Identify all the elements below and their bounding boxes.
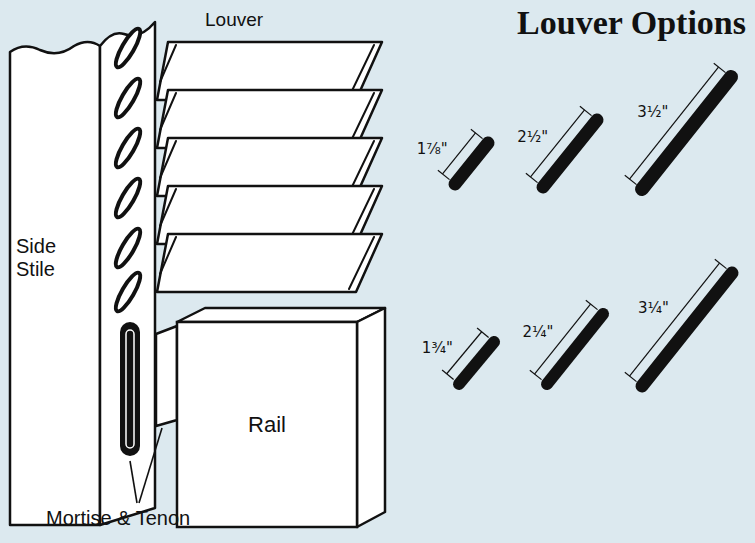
dimension-tick [438, 170, 450, 179]
part-label: Louver [205, 10, 263, 31]
louver-profile [625, 63, 731, 189]
pin-slot [112, 76, 144, 120]
dimension-label: 2¹⁄₄" [523, 324, 554, 341]
mortise-slot-highlight [126, 330, 134, 448]
rail: Rail [177, 322, 357, 527]
dimension-label: 1⁷⁄₈" [417, 141, 448, 158]
dimension-line [629, 263, 719, 376]
louver-pin-slots [112, 26, 144, 314]
dimension-tick [530, 370, 542, 379]
louver-slat [157, 234, 382, 292]
stile-front-face [10, 42, 100, 525]
louver-profile [625, 259, 732, 386]
pin-slot [112, 126, 144, 170]
dimension-label: 3¹⁄₄" [638, 300, 669, 317]
rail-side-face [357, 308, 385, 527]
louver-profiles [438, 63, 732, 386]
rail-front-face [177, 322, 357, 527]
tenon [156, 326, 177, 426]
mortise-slot [120, 322, 140, 456]
louver-profile [526, 106, 597, 187]
dimension-tick [586, 300, 598, 309]
dimension-tick [471, 129, 483, 138]
dimension-tick [625, 175, 637, 184]
stile-side-face [100, 22, 155, 525]
pin-slot [112, 270, 144, 314]
dimension-label: 1³⁄₄" [422, 340, 453, 357]
dimension-tick [580, 106, 592, 115]
dimension-tick [715, 259, 727, 268]
leader-line [139, 428, 162, 503]
dimension-tick [625, 372, 637, 381]
dimension-tick [714, 63, 726, 72]
node-text: Side Stile [16, 235, 76, 281]
dimension-tick [526, 173, 538, 182]
rail-top-face [177, 308, 385, 322]
louver-slats [157, 42, 382, 292]
leader-line [130, 461, 137, 503]
louver-profile [530, 300, 603, 384]
side-stile: Side Stile [12, 228, 98, 288]
pin-slot [112, 226, 144, 270]
part-label: Mortise & Tenon [46, 507, 190, 529]
node-text: Rail [248, 412, 286, 437]
pin-slot [112, 26, 144, 70]
title: Louver Options [517, 4, 746, 41]
dimension-tick [477, 328, 489, 338]
dimension-label: 3¹⁄₂" [637, 104, 668, 121]
dimension-label: 2¹⁄₂" [517, 129, 548, 146]
dimension-line [629, 67, 718, 179]
dimension-tick [442, 370, 454, 380]
pin-slot [112, 176, 144, 220]
